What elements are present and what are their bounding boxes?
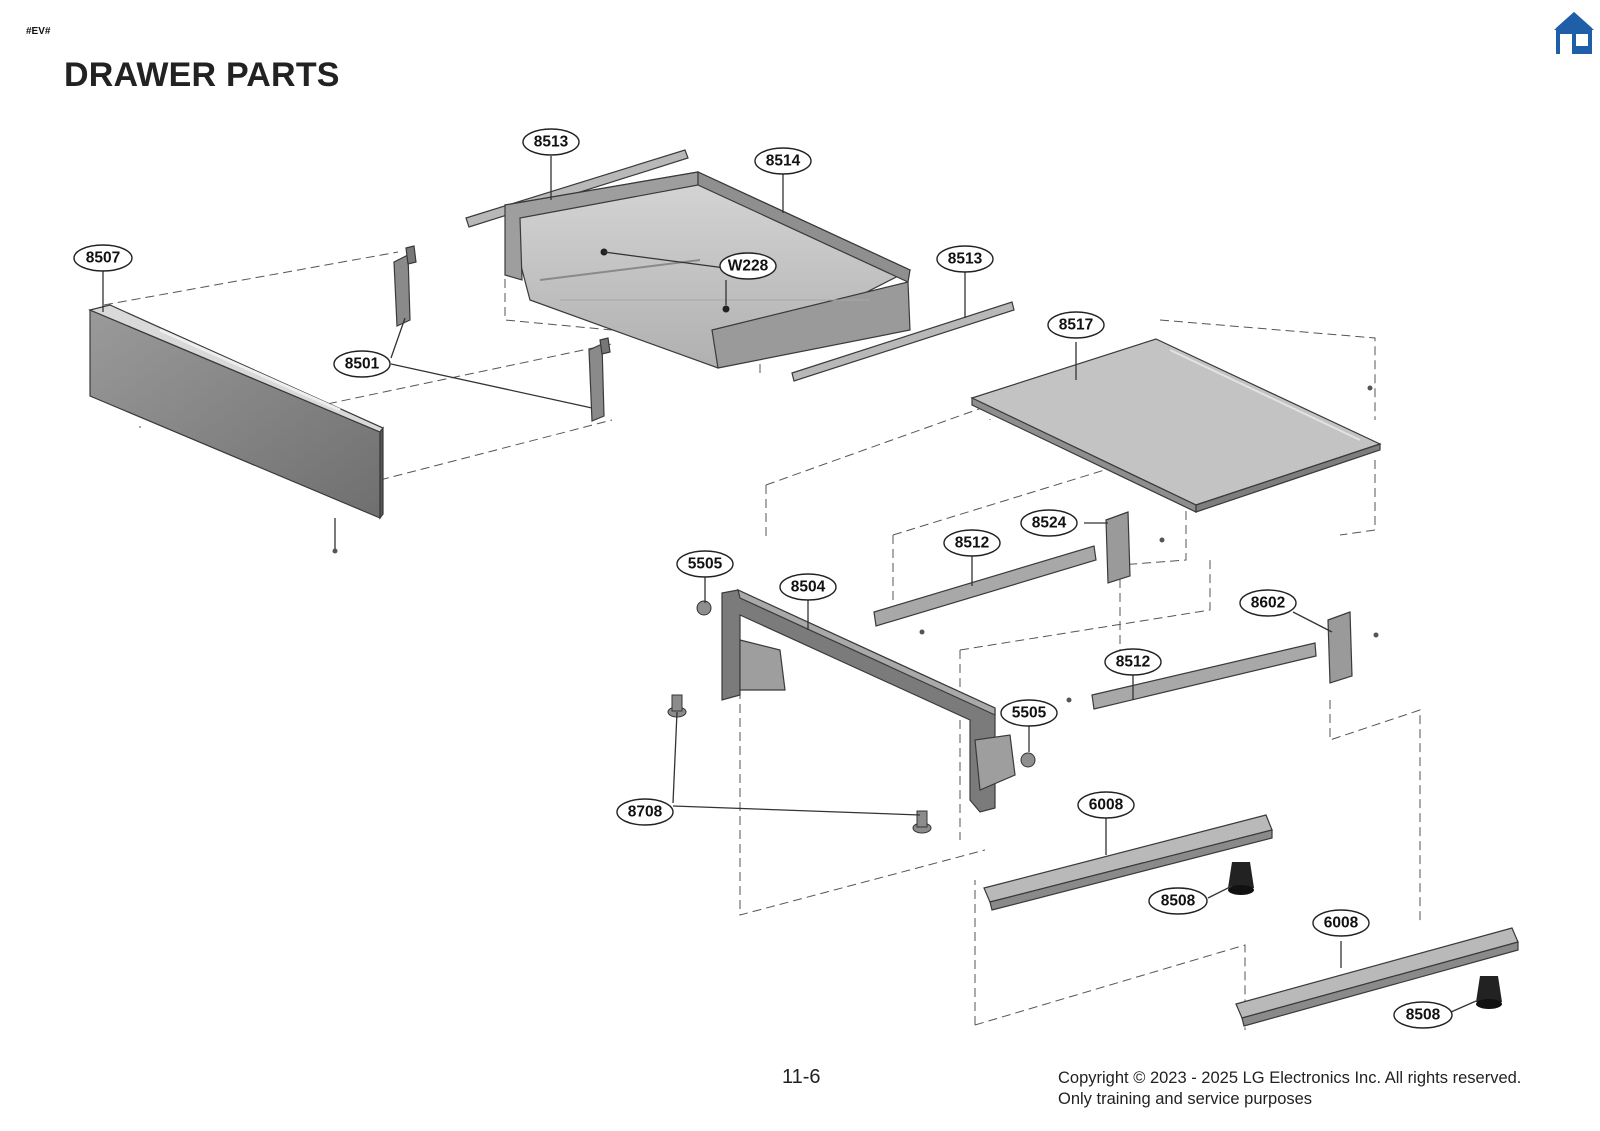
callout-text: 6008 <box>1324 915 1359 932</box>
callout-text: W228 <box>728 258 769 275</box>
drawer-frame <box>696 588 1036 813</box>
rubber-feet <box>1228 862 1502 1009</box>
drawer-tub <box>504 171 912 369</box>
callout-8524: 8524 <box>1020 509 1078 537</box>
page-title: DRAWER PARTS <box>64 56 340 94</box>
callout-5505: 5505 <box>676 550 734 578</box>
front-bracket-parts <box>393 245 611 422</box>
callout-8501: 8501 <box>333 350 391 378</box>
callout-text: 8513 <box>948 251 983 268</box>
callout-text: 8508 <box>1161 893 1196 910</box>
callout-text: 8517 <box>1059 317 1093 334</box>
drawer-front-panel <box>88 304 384 554</box>
slide-brackets <box>1105 511 1353 684</box>
callout-8602: 8602 <box>1239 589 1297 617</box>
callout-text: 8524 <box>1032 515 1067 532</box>
callout-text: 8708 <box>628 804 663 821</box>
callout-8504: 8504 <box>779 573 837 601</box>
callout-8708: 8708 <box>616 798 674 826</box>
callout-text: 8513 <box>534 134 569 151</box>
copyright-text: Copyright © 2023 - 2025 LG Electronics I… <box>1058 1069 1522 1087</box>
base-rails <box>983 814 1519 1027</box>
callout-text: 5505 <box>1012 705 1047 722</box>
callout-8514: 8514 <box>754 147 812 175</box>
callout-text: 8508 <box>1406 1007 1441 1024</box>
callout-text: 8501 <box>345 356 380 373</box>
callout-6008: 6008 <box>1312 909 1370 937</box>
callout-8512: 8512 <box>943 529 1001 557</box>
callout-leader-lines <box>102 156 1477 1013</box>
callout-text: 8512 <box>955 535 989 552</box>
callout-text: 5505 <box>688 556 723 573</box>
callout-text: 8512 <box>1116 654 1150 671</box>
callout-8517: 8517 <box>1047 311 1105 339</box>
document-tag: #EV# <box>26 26 51 37</box>
top-cover-plate <box>970 338 1382 513</box>
callout-text: 8504 <box>791 579 826 596</box>
callout-8513: 8513 <box>936 245 994 273</box>
usage-note: Only training and service purposes <box>1058 1090 1313 1108</box>
callout-text: 8507 <box>86 250 120 267</box>
callout-8512: 8512 <box>1104 648 1162 676</box>
home-icon[interactable] <box>1554 10 1594 56</box>
callout-6008: 6008 <box>1077 791 1135 819</box>
callout-8513: 8513 <box>522 128 580 156</box>
footer-notice: Copyright © 2023 - 2025 LG Electronics I… <box>1058 1068 1521 1110</box>
drawer-slides <box>873 537 1379 710</box>
leveling-feet <box>667 694 932 834</box>
callout-labels: 8513 8514 8507 W228 8513 8517 8501 8524 … <box>73 128 1453 1029</box>
callout-W228: W228 <box>719 252 777 280</box>
page-number: 11-6 <box>782 1066 821 1088</box>
callout-8507: 8507 <box>73 244 133 272</box>
callout-5505: 5505 <box>1000 699 1058 727</box>
callout-text: 8602 <box>1251 595 1285 612</box>
callout-8508: 8508 <box>1148 887 1208 915</box>
callout-8508: 8508 <box>1393 1001 1453 1029</box>
callout-text: 8514 <box>766 153 801 170</box>
callout-text: 6008 <box>1089 797 1124 814</box>
assembly-guide-lines <box>103 251 1421 1030</box>
